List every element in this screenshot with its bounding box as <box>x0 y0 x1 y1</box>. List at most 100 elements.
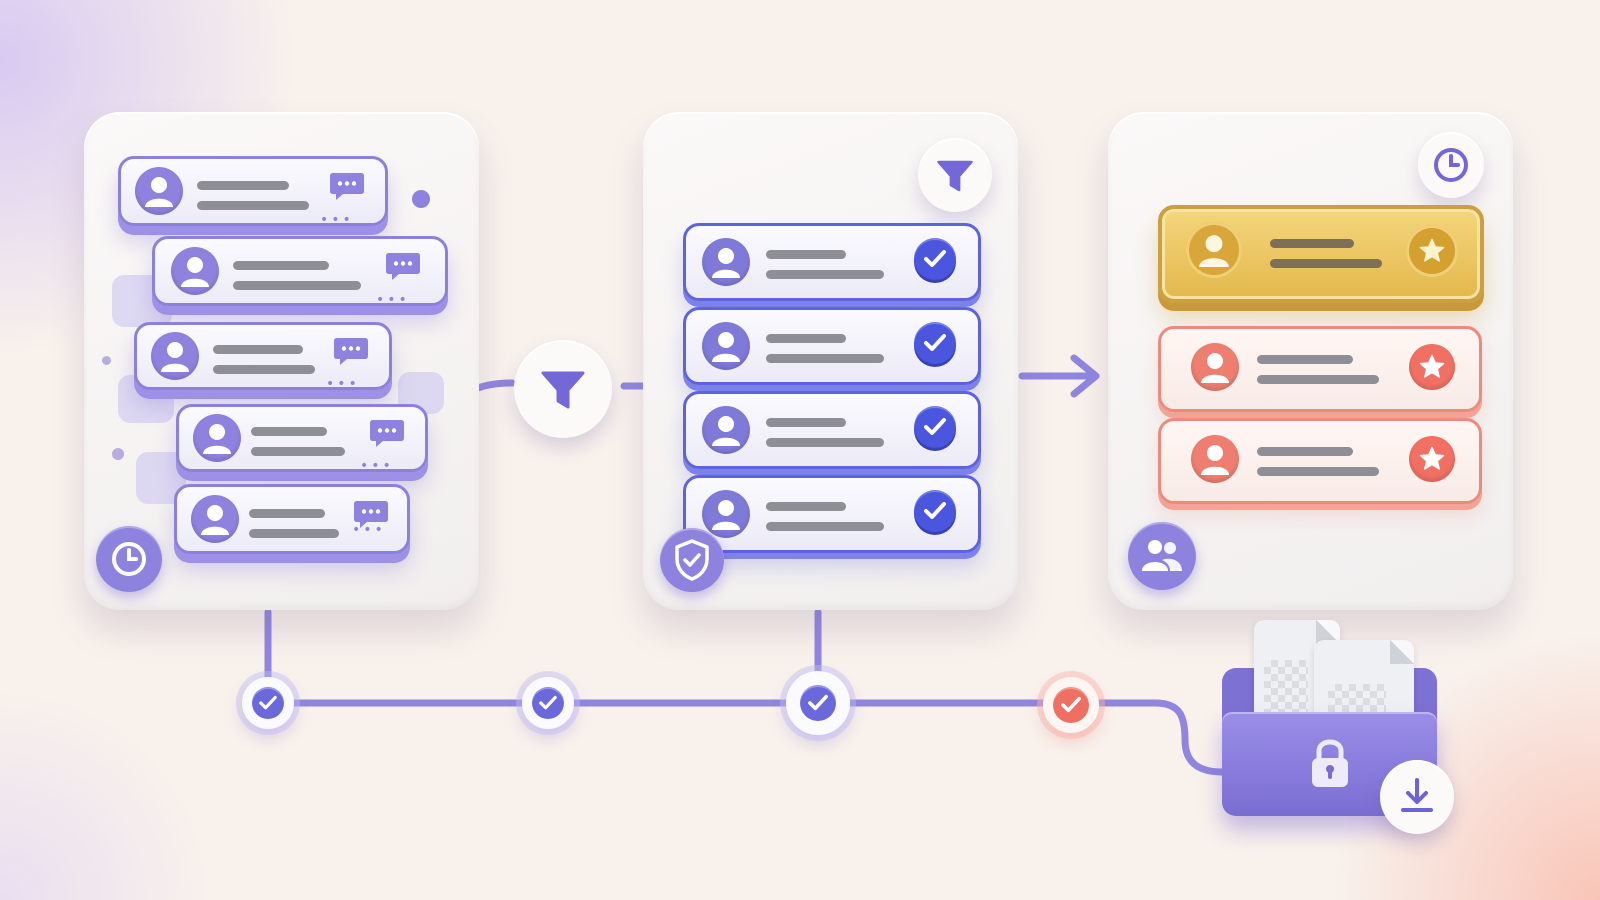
shield-check-icon <box>675 539 709 581</box>
check-icon <box>924 250 946 267</box>
user-avatar-icon <box>135 167 183 215</box>
filter-node <box>514 340 612 438</box>
download-button[interactable] <box>1380 760 1454 834</box>
user-avatar-icon <box>1191 435 1239 483</box>
shield-badge <box>660 528 724 592</box>
verified-card <box>683 223 981 301</box>
message-card <box>134 322 392 390</box>
text-line <box>766 502 846 511</box>
typing-dots: ••• <box>376 292 410 308</box>
typing-dots: ••• <box>352 522 386 538</box>
timeline-step <box>522 677 574 729</box>
clock-corner-badge <box>1418 132 1484 198</box>
message-card <box>118 156 388 226</box>
ghost-dot <box>112 448 124 460</box>
text-line <box>251 427 327 436</box>
user-avatar-icon <box>702 406 750 454</box>
chat-bubble-icon <box>354 501 388 528</box>
check-icon <box>539 695 557 710</box>
typing-dots: ••• <box>326 376 360 392</box>
user-avatar-icon <box>151 332 199 380</box>
check-badge <box>914 322 956 364</box>
chat-bubble-icon <box>334 338 368 365</box>
text-line <box>1270 259 1382 268</box>
star-badge <box>1406 225 1458 277</box>
group-icon <box>1142 540 1182 571</box>
text-line <box>766 334 846 343</box>
clock-badge <box>96 526 162 592</box>
funnel-icon <box>937 160 973 192</box>
chat-bubble-icon <box>330 173 364 200</box>
timeline-step <box>786 671 850 735</box>
check-icon <box>1061 696 1081 713</box>
padlock-icon <box>1312 739 1348 787</box>
priority-card-top <box>1158 205 1484 303</box>
priority-card <box>1158 326 1482 412</box>
text-line <box>1257 467 1379 476</box>
ghost-dot <box>102 356 111 365</box>
star-icon <box>1419 238 1445 262</box>
clock-icon <box>1434 148 1468 182</box>
text-line <box>251 447 345 456</box>
text-line <box>233 261 329 270</box>
text-line <box>766 250 846 259</box>
text-line <box>197 181 289 190</box>
text-line <box>766 354 884 363</box>
message-card <box>174 484 410 554</box>
star-icon <box>1419 446 1445 470</box>
star-icon <box>1419 354 1445 378</box>
text-line <box>1257 375 1379 384</box>
verified-card <box>683 307 981 385</box>
star-badge <box>1409 436 1455 482</box>
user-avatar-icon <box>191 495 239 543</box>
text-line <box>213 345 303 354</box>
text-line <box>766 522 884 531</box>
verified-card <box>683 391 981 469</box>
filter-badge <box>918 138 992 212</box>
typing-dots: ••• <box>320 212 354 228</box>
text-line <box>766 270 884 279</box>
text-line <box>233 281 361 290</box>
download-icon <box>1401 778 1433 812</box>
message-card <box>152 236 448 306</box>
check-icon <box>808 694 828 711</box>
user-avatar-icon <box>1191 343 1239 391</box>
user-avatar-icon <box>702 322 750 370</box>
text-line <box>249 509 325 518</box>
funnel-icon <box>541 371 585 409</box>
text-line <box>766 438 884 447</box>
check-badge <box>914 406 956 448</box>
clock-icon <box>112 542 146 576</box>
user-avatar-icon <box>193 414 241 462</box>
user-avatar-icon <box>1186 222 1242 278</box>
check-icon <box>924 418 946 435</box>
user-avatar-icon <box>702 238 750 286</box>
text-line <box>213 365 315 374</box>
chat-bubble-icon <box>386 253 420 280</box>
user-avatar-icon <box>171 247 219 295</box>
star-badge <box>1409 344 1455 390</box>
text-line <box>766 418 846 427</box>
check-icon <box>924 334 946 351</box>
user-avatar-icon <box>702 490 750 538</box>
text-line <box>249 529 339 538</box>
text-line <box>1257 447 1353 456</box>
verified-card <box>683 475 981 553</box>
arrow-list-to-priority <box>1018 354 1100 398</box>
text-line <box>1257 355 1353 364</box>
timeline-step-final <box>1043 677 1099 733</box>
text-line <box>1270 239 1354 248</box>
priority-card <box>1158 418 1482 504</box>
check-icon <box>924 502 946 519</box>
typing-dots: ••• <box>360 458 394 474</box>
timeline-step <box>242 677 294 729</box>
ghost-dot <box>412 190 430 208</box>
chat-bubble-icon <box>370 420 404 447</box>
message-card <box>176 404 428 472</box>
group-badge <box>1128 522 1196 590</box>
connector-to-archive <box>1067 699 1226 776</box>
check-badge <box>914 490 956 532</box>
check-icon <box>259 695 277 710</box>
check-badge <box>914 238 956 280</box>
text-line <box>197 201 309 210</box>
